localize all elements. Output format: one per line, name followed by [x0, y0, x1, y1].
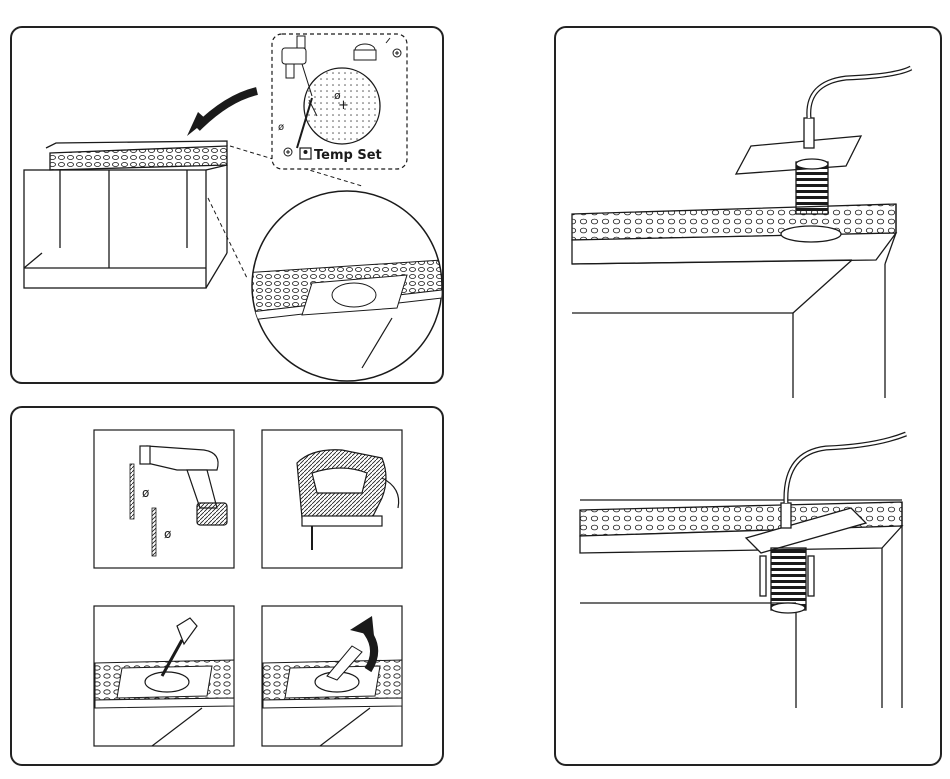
panel-cut-hole: ø ø	[10, 406, 444, 766]
panel-install-fitting-drawing	[556, 28, 944, 768]
counter-top-lower	[580, 500, 902, 708]
panel-mark-template: ø + ø Temp Set	[10, 26, 444, 384]
panel-cut-hole-drawing: ø ø	[12, 408, 446, 768]
cable-icon	[809, 68, 911, 118]
diameter-mark-1: ø	[142, 486, 149, 500]
drill-bit-long	[130, 464, 134, 519]
fitting-upper	[736, 68, 911, 214]
cable-icon	[786, 434, 906, 503]
diameter-mark-left: ø	[278, 122, 284, 133]
center-plus-mark: +	[338, 98, 349, 113]
template-label: Temp Set	[314, 148, 382, 163]
panel-install-fitting	[554, 26, 942, 766]
curved-arrow-icon	[197, 91, 257, 128]
panel-mark-template-drawing: ø + ø Temp Set	[12, 28, 446, 386]
cabinet-drawing	[24, 141, 227, 288]
counter-top-upper	[572, 204, 896, 398]
diameter-mark-2: ø	[164, 527, 171, 541]
drill-bit-short	[152, 508, 156, 556]
